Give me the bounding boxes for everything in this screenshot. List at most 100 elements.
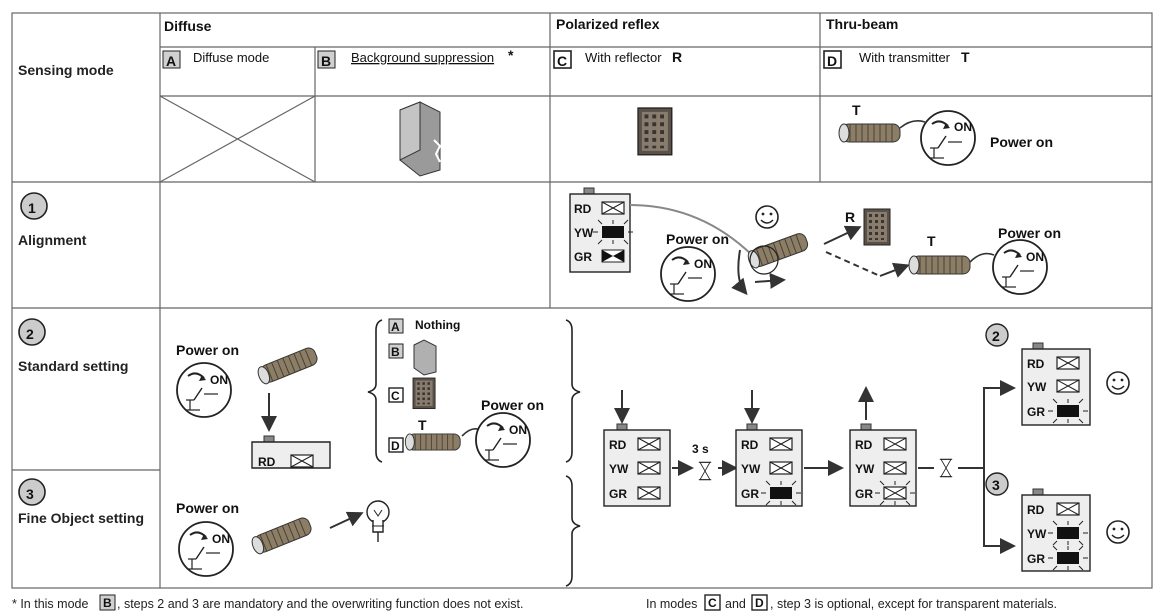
wait-label: 3 s <box>692 442 709 456</box>
alignment-power-label: Power on <box>666 231 729 247</box>
mode-b: B Background suppression * <box>317 47 514 69</box>
svg-text:D: D <box>755 596 764 610</box>
standard-led-panel-cut: RD <box>251 435 331 469</box>
svg-text:Nothing: Nothing <box>415 318 460 332</box>
svg-text:GR: GR <box>1027 405 1045 419</box>
svg-text:Power on: Power on <box>481 397 544 413</box>
footnote-right: In modes C and D , step 3 is optional, e… <box>646 594 1057 611</box>
branch-step-3-badge: 3 <box>985 472 1009 496</box>
alignment-receiver <box>745 231 811 275</box>
svg-text:1: 1 <box>28 200 36 216</box>
footnote-left: * In this mode B , steps 2 and 3 are man… <box>12 594 524 611</box>
svg-text:GR: GR <box>1027 552 1045 566</box>
thru-beam-transmitter: T ON Power on <box>838 102 1053 166</box>
svg-text:*: * <box>508 47 514 63</box>
svg-text:With transmitter: With transmitter <box>859 50 951 65</box>
led-panel-step-c: RD YW GR <box>849 423 917 507</box>
sensor-icon <box>249 515 314 556</box>
sensor-icon <box>255 345 320 386</box>
switch-icon <box>176 362 232 418</box>
bulb-icon <box>366 500 390 542</box>
row-standard-setting: Standard setting <box>18 358 128 374</box>
svg-text:YW: YW <box>741 462 761 476</box>
svg-text:YW: YW <box>1027 380 1047 394</box>
svg-text:D: D <box>827 53 837 69</box>
svg-text:T: T <box>852 102 861 118</box>
svg-text:With reflector: With reflector <box>585 50 662 65</box>
switch-icon <box>660 246 716 302</box>
svg-text:B: B <box>321 53 331 69</box>
svg-text:R: R <box>672 49 682 65</box>
table-grid <box>11 12 1153 589</box>
svg-text:C: C <box>391 389 400 403</box>
header-polarized: Polarized reflex <box>556 16 660 32</box>
svg-text:T: T <box>927 233 936 249</box>
mode-a: A Diffuse mode <box>162 50 269 69</box>
smiley-icon <box>1106 520 1130 544</box>
svg-text:2: 2 <box>26 326 34 342</box>
hourglass-icon <box>939 458 953 478</box>
svg-text:RD: RD <box>1027 503 1045 517</box>
header-diffuse: Diffuse <box>164 18 212 34</box>
svg-text:, steps 2 and 3 are mandatory: , steps 2 and 3 are mandatory and the ov… <box>117 597 524 611</box>
svg-text:ON: ON <box>210 373 228 387</box>
svg-text:YW: YW <box>855 462 875 476</box>
svg-text:RD: RD <box>741 438 759 452</box>
svg-text:GR: GR <box>855 487 873 501</box>
svg-text:A: A <box>166 53 176 69</box>
svg-text:ON: ON <box>954 120 972 134</box>
svg-text:RD: RD <box>855 438 873 452</box>
step-3-badge: 3 <box>18 478 46 506</box>
led-panel-result-2: RD YW GR <box>1021 342 1091 426</box>
svg-text:R: R <box>845 209 855 225</box>
svg-text:* In this mode: * In this mode <box>12 597 88 611</box>
switch-icon <box>992 239 1048 295</box>
mode-c: C With reflector R <box>553 49 682 69</box>
svg-text:ON: ON <box>509 423 527 437</box>
svg-text:RD: RD <box>1027 357 1045 371</box>
header-thru-beam: Thru-beam <box>826 16 898 32</box>
svg-text:Power on: Power on <box>176 500 239 516</box>
option-d: D T Power on ON <box>388 397 544 468</box>
svg-text:Power on: Power on <box>998 225 1061 241</box>
row-alignment: Alignment <box>18 232 87 248</box>
svg-text:3: 3 <box>992 477 1000 493</box>
branch-step-2-badge: 2 <box>985 323 1009 347</box>
svg-text:A: A <box>391 320 400 334</box>
reflector-icon <box>863 208 891 246</box>
svg-text:ON: ON <box>212 532 230 546</box>
step-1-badge: 1 <box>20 192 48 220</box>
mode-options-brace <box>367 319 581 463</box>
svg-text:2: 2 <box>992 328 1000 344</box>
svg-text:Background suppression: Background suppression <box>351 50 494 65</box>
svg-text:C: C <box>708 596 717 610</box>
option-b: B <box>388 339 437 376</box>
svg-text:T: T <box>418 417 427 433</box>
svg-text:Power on: Power on <box>990 134 1053 150</box>
svg-text:ON: ON <box>1026 250 1044 264</box>
svg-text:GR: GR <box>574 250 592 264</box>
svg-text:and: and <box>725 597 746 611</box>
svg-text:T: T <box>961 49 970 65</box>
row-fine-object-setting: Fine Object setting <box>18 510 144 526</box>
svg-text:GR: GR <box>741 487 759 501</box>
svg-text:B: B <box>391 345 400 359</box>
hourglass-icon <box>698 461 712 481</box>
svg-text:ON: ON <box>694 257 712 271</box>
alignment-led-panel: RD YW GR <box>569 187 634 273</box>
svg-text:YW: YW <box>609 462 629 476</box>
svg-text:3: 3 <box>26 486 34 502</box>
mode-a-none-cross <box>159 95 316 183</box>
svg-text:C: C <box>557 53 567 69</box>
option-c: C <box>388 377 436 410</box>
svg-text:RD: RD <box>574 202 592 216</box>
mode-d: D With transmitter T <box>823 49 970 69</box>
svg-text:YW: YW <box>1027 527 1047 541</box>
svg-text:, step 3 is optional, except f: , step 3 is optional, except for transpa… <box>770 597 1057 611</box>
reflector-icon <box>637 107 673 156</box>
svg-text:RD: RD <box>609 438 627 452</box>
led-panel-step-a: RD YW GR <box>603 423 671 507</box>
sensor-icon <box>908 255 971 275</box>
svg-text:Diffuse mode: Diffuse mode <box>193 50 269 65</box>
